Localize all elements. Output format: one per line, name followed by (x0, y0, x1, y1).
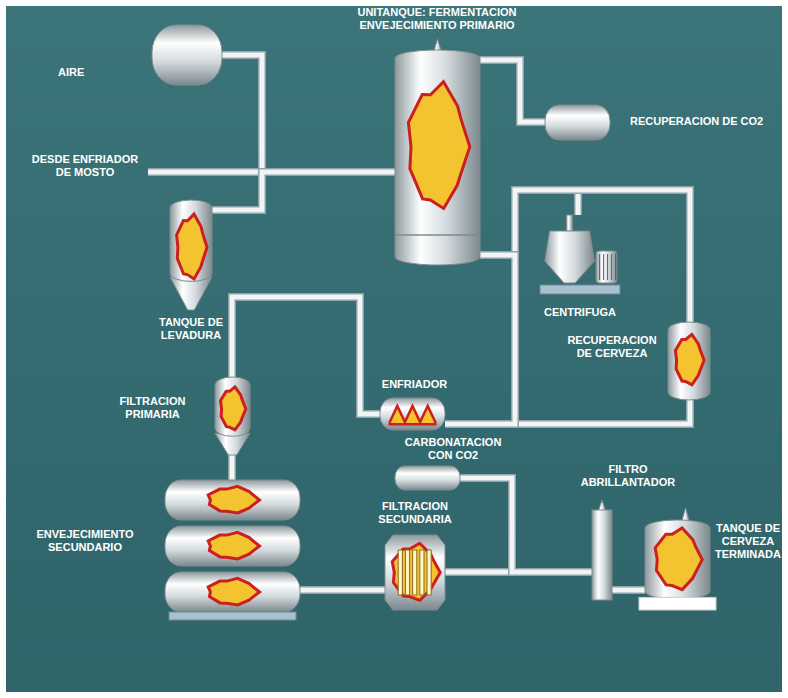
equipment-node: TANQUE DE LEVADURA (170, 200, 212, 310)
pipe-connector (212, 55, 262, 210)
equipment-shape (668, 322, 710, 400)
source-label: DESDE ENFRIADOR DE MOSTO (25, 153, 145, 179)
equipment-shape (645, 520, 710, 610)
equipment-node: UNITANQUE: FERMENTACION ENVEJECIMIENTO P… (395, 50, 480, 265)
equipment-node: FILTRO ABRILLANTADOR (592, 510, 612, 600)
equipment-node: RECUPERACION DE CO2 (545, 105, 610, 140)
equipment-node: RECUPERACION DE CERVEZA (668, 322, 710, 400)
equipment-shape (380, 398, 445, 430)
equipment-node: TANQUE DE CERVEZA TERMINADA (645, 520, 710, 610)
equipment-shape (215, 377, 250, 455)
pipe-connector (212, 172, 395, 210)
pipe-outline (480, 60, 545, 122)
pipe-core (230, 455, 235, 480)
equipment-shape (385, 535, 445, 610)
equipment-shape (152, 25, 222, 85)
equipment-label: UNITANQUE: FERMENTACION ENVEJECIMIENTO P… (347, 6, 527, 32)
pipe-core (232, 297, 380, 414)
equipment-label: TANQUE DE LEVADURA (140, 316, 242, 342)
equipment-shape (592, 510, 612, 600)
equipment-label: FILTRACION SECUNDARIA (375, 500, 455, 526)
pipe-outline (232, 297, 380, 414)
equipment-shape (395, 466, 460, 490)
pipe-outline (212, 55, 262, 210)
equipment-node: ENFRIADOR (380, 398, 445, 430)
equipment-label: ENVEJECIMIENTO SECUNDARIO (20, 528, 150, 554)
equipment-label: AIRE (58, 66, 118, 79)
equipment-label: FILTRO ABRILLANTADOR (578, 463, 678, 489)
pipe-outline (612, 586, 645, 594)
equipment-shape (165, 480, 300, 620)
equipment-node: FILTRACION PRIMARIA (215, 377, 250, 455)
equipment-label: ENFRIADOR (372, 378, 457, 391)
pipe-core (212, 55, 262, 210)
equipment-label: CENTRIFUGA (535, 306, 625, 319)
equipment-node: CARBONATACION CON CO2 (395, 466, 460, 490)
equipment-label: FILTRACION PRIMARIA (100, 395, 205, 421)
wort-pipe (148, 168, 262, 176)
pipe-outline (228, 455, 236, 480)
pipe-connector (445, 255, 515, 424)
pipe-connector (232, 455, 233, 480)
pipe-core (460, 478, 592, 572)
equipment-shape (170, 200, 212, 310)
pipe-core (300, 588, 385, 593)
equipment-shape (395, 50, 480, 265)
pipe-core (612, 588, 645, 593)
pipe-connector (460, 478, 592, 572)
pipe-outline (445, 255, 515, 424)
pipe-connector (612, 590, 645, 591)
equipment-label: RECUPERACION DE CERVEZA (562, 334, 662, 360)
pipe-connector (300, 590, 385, 591)
equipment-node: FILTRACION SECUNDARIA (385, 535, 445, 610)
equipment-node: CENTRIFUGA (540, 215, 620, 300)
wort-pipe (148, 170, 262, 175)
pipe-outline (212, 172, 395, 210)
equipment-label: CARBONATACION CON CO2 (404, 436, 503, 462)
pipe-outline (460, 478, 592, 572)
pipe-outline (300, 586, 385, 594)
pipe-core (445, 255, 515, 424)
equipment-label: RECUPERACION DE CO2 (630, 115, 780, 128)
equipment-node: ENVEJECIMIENTO SECUNDARIO (165, 480, 300, 620)
pipe-connector (480, 60, 545, 122)
equipment-node: AIRE (152, 25, 222, 85)
pipe-connector (232, 297, 380, 414)
equipment-shape (540, 215, 620, 300)
pipe-core (212, 172, 395, 210)
pipe-core (480, 60, 545, 122)
equipment-shape (545, 105, 610, 140)
equipment-label: TANQUE DE CERVEZA TERMINADA (713, 522, 783, 561)
